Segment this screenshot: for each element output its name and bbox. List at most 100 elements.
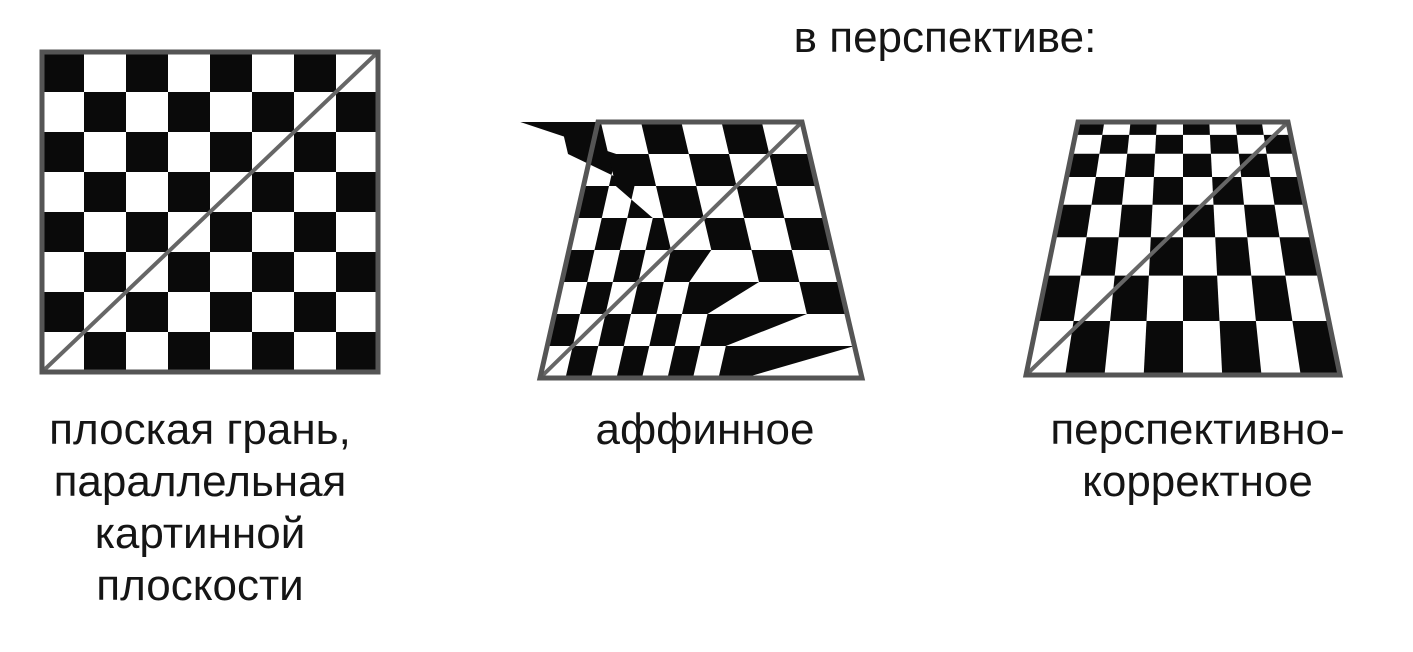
board-square-dark [294, 52, 336, 92]
board-square-dark [1037, 275, 1081, 321]
board-square-dark [210, 52, 252, 92]
board-square-dark [1091, 177, 1125, 205]
board-diagonal [1024, 120, 1290, 377]
board-square-dark [1183, 122, 1210, 135]
board-square-dark [1183, 153, 1213, 177]
board-square-dark [1209, 134, 1239, 154]
board-square-dark [1152, 177, 1183, 205]
board-square-dark [294, 132, 336, 172]
board-square-dark [252, 92, 294, 132]
caption-flat-line-1: плоская грань, [49, 405, 351, 454]
board-square-dark [294, 212, 336, 252]
board-square-dark [688, 154, 737, 186]
board-square-dark [336, 252, 378, 292]
board-square-dark [1183, 275, 1220, 321]
board-square-dark [252, 332, 294, 372]
board-square-dark [580, 282, 613, 314]
board-square-dark [1183, 204, 1216, 238]
board-square-dark [649, 314, 682, 346]
board-square-dark [1099, 134, 1130, 154]
board-square-dark [42, 52, 84, 92]
board-square-dark [547, 314, 580, 346]
caption-persp-line-1: перспективно- [1050, 405, 1345, 454]
board-square-dark [1212, 177, 1244, 205]
board-square-dark [561, 250, 595, 282]
board-square-dark [1251, 275, 1293, 321]
board-square-dark [1124, 153, 1156, 177]
board-square-dark [721, 122, 770, 154]
caption-persp-line-2: корректное [1082, 457, 1313, 506]
board-square-dark [84, 92, 126, 132]
board-square-dark [1148, 237, 1183, 276]
board-square-dark [1244, 204, 1280, 238]
caption-affine: аффинное [545, 404, 865, 456]
board-square-dark [1292, 321, 1340, 375]
board-square-dark [1110, 275, 1149, 321]
board-square-dark [42, 132, 84, 172]
board-square-dark [598, 314, 631, 346]
board-square-dark [718, 346, 855, 378]
board-square-dark [656, 186, 704, 218]
board-square-dark [565, 346, 599, 378]
board-square-dark [1235, 122, 1264, 135]
board-square-dark [1129, 122, 1157, 135]
board-square-dark [84, 332, 126, 372]
board-square-dark [1270, 177, 1305, 205]
board-square-dark [210, 132, 252, 172]
board-square-dark [594, 218, 628, 250]
board-square-dark [736, 186, 785, 218]
board-square-dark [1080, 237, 1119, 276]
board-square-dark [784, 218, 832, 250]
board-square-dark [84, 252, 126, 292]
board-square-dark [1054, 204, 1092, 238]
caption-perspective-correct: перспективно- корректное [985, 404, 1410, 508]
board-square-dark [168, 332, 210, 372]
board-square-dark [42, 212, 84, 252]
board-square-dark [1143, 321, 1183, 375]
board-square-dark [663, 250, 712, 282]
board-square-dark [751, 250, 800, 282]
affine-mapped-board [520, 119, 866, 381]
board-square-dark [576, 186, 609, 218]
board-square-dark [700, 314, 807, 346]
board-square-dark [1075, 122, 1105, 135]
board-square-dark [1219, 321, 1262, 375]
board-square-dark [126, 52, 168, 92]
board-diagonal [538, 120, 804, 380]
board-square-dark [126, 212, 168, 252]
board-square-dark [336, 332, 378, 372]
board-square-dark [1066, 153, 1100, 177]
board-square-dark [560, 122, 609, 154]
board-square-dark [1279, 237, 1320, 276]
board-square-dark [645, 218, 671, 250]
board-square-dark [799, 282, 847, 314]
board-square-dark [252, 252, 294, 292]
board-square-dark [1065, 321, 1111, 375]
board-square-dark [210, 292, 252, 332]
board-frame [1022, 119, 1344, 378]
board-square-dark [336, 92, 378, 132]
flat-face-board [39, 49, 381, 375]
perspective-heading: в перспективе: [793, 13, 1097, 62]
board-square-dark [252, 172, 294, 212]
board-square-dark [294, 292, 336, 332]
board-square-dark [126, 292, 168, 332]
board-square-dark [168, 92, 210, 132]
perspective-correct-board [1022, 119, 1344, 378]
board-square-dark [641, 122, 689, 154]
board-square-dark [1155, 134, 1183, 154]
board-square-dark [631, 282, 664, 314]
board-frame [536, 119, 866, 381]
board-diagonal [40, 50, 380, 374]
board-square-dark [84, 172, 126, 212]
board-square-dark [616, 346, 650, 378]
board-square-dark [612, 250, 646, 282]
board-square-dark [1118, 204, 1153, 238]
board-square-dark [126, 132, 168, 172]
caption-flat-face: плоская грань, параллельная картинной пл… [0, 404, 400, 612]
board-square-dark [168, 172, 210, 212]
board-square-dark [336, 172, 378, 212]
board-square-dark [667, 346, 701, 378]
board-square-dark [210, 212, 252, 252]
